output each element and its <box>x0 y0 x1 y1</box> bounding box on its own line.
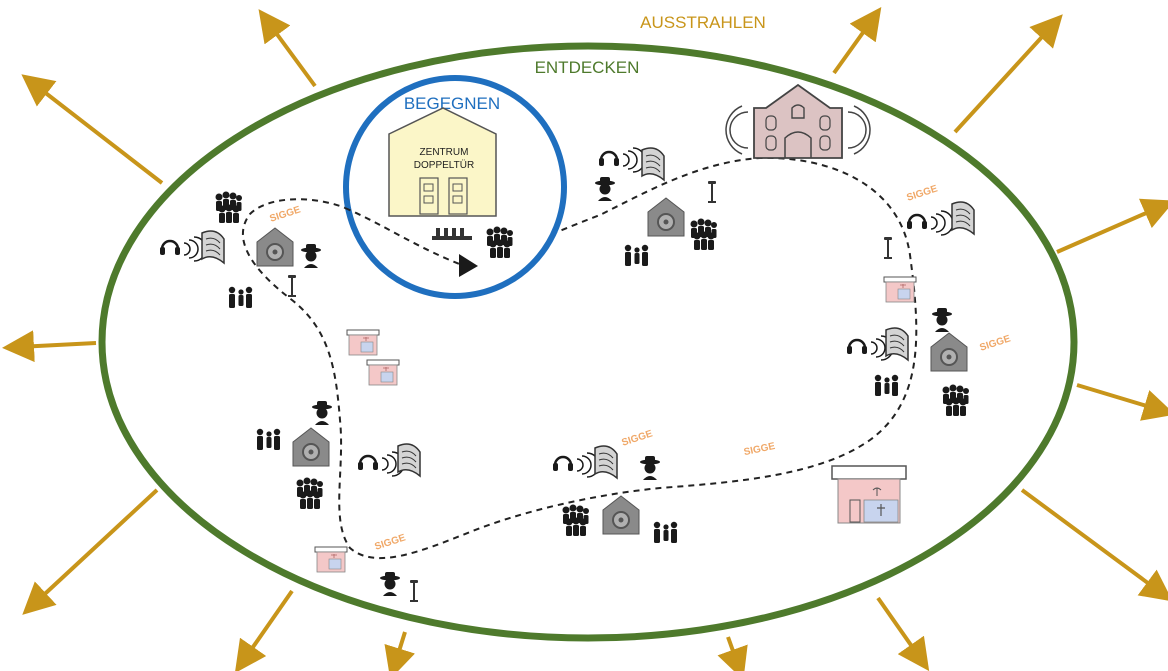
center-label-line2: DOPPELTÜR <box>414 159 474 171</box>
stop-house-icon <box>292 427 330 467</box>
label-ausstrahlen: AUSSTRAHLEN <box>640 13 766 32</box>
family-icon <box>653 521 678 543</box>
phone-icon <box>201 230 225 264</box>
shop-icon <box>366 359 400 386</box>
arrow-ray <box>22 488 159 615</box>
shop-large-icon <box>831 465 907 524</box>
center-building <box>388 107 497 217</box>
phone-icon <box>594 445 618 479</box>
family-icon <box>228 286 253 308</box>
arrow-ray <box>1056 198 1168 254</box>
stop-house-icon <box>602 495 640 535</box>
tour-path-inner <box>344 207 471 269</box>
crowd-icon <box>486 226 513 258</box>
headphone-icon <box>158 235 208 263</box>
guide-icon <box>595 177 615 201</box>
sigge-label: SIGGE <box>743 441 777 458</box>
arrow-ray <box>876 596 930 671</box>
shop-icon <box>314 546 348 573</box>
guide-icon <box>640 456 660 480</box>
phone-icon <box>885 327 909 361</box>
family-icon <box>624 244 649 266</box>
shop-icon <box>346 329 380 356</box>
microphone-icon <box>410 580 418 602</box>
arrow-ray <box>21 74 164 185</box>
arrow-ray <box>1076 383 1168 421</box>
arrow-ray <box>1020 488 1168 602</box>
center-label-line1: ZENTRUM <box>420 147 469 158</box>
radiating-arrows <box>2 6 1168 671</box>
stop-house-icon <box>930 332 968 372</box>
church-icon <box>725 83 871 159</box>
phone-icon <box>951 201 975 235</box>
headphone-icon <box>551 451 601 479</box>
stop-house-icon <box>647 197 685 237</box>
play-icon <box>459 254 478 277</box>
stop-house-icon <box>256 227 294 267</box>
sigge-label: SIGGE <box>373 532 407 552</box>
family-icon <box>256 428 281 450</box>
guide-icon <box>301 244 321 268</box>
headphone-icon <box>905 209 955 237</box>
label-entdecken: ENTDECKEN <box>535 58 640 77</box>
phone-icon <box>641 147 665 181</box>
arrow-ray <box>234 589 294 671</box>
crowd-icon <box>690 218 717 250</box>
sigge-label: SIGGE <box>905 183 939 203</box>
headphone-icon <box>356 450 406 478</box>
crowd-icon <box>296 477 323 509</box>
family-icon <box>874 374 899 396</box>
microphone-icon <box>288 275 296 297</box>
arrow-ray <box>258 9 317 88</box>
crowd-icon <box>215 191 242 223</box>
crowd-icon <box>942 384 969 416</box>
microphone-icon <box>884 237 892 259</box>
sigge-label: SIGGE <box>268 204 302 224</box>
guide-icon <box>380 572 400 596</box>
phone-icon <box>397 443 421 477</box>
sigge-label: SIGGE <box>620 428 654 448</box>
label-begegnen: BEGEGNEN <box>404 94 500 113</box>
guide-icon <box>932 308 952 332</box>
tour-path <box>242 156 918 560</box>
shop-icon <box>883 276 917 303</box>
guide-icon <box>312 401 332 425</box>
arrow-ray <box>953 14 1063 134</box>
arrow-ray <box>2 330 97 363</box>
microphone-icon <box>708 181 716 203</box>
crowd-icon <box>562 504 589 536</box>
arrow-ray <box>832 6 882 75</box>
seating-icon <box>432 228 472 240</box>
sigge-label: SIGGE <box>978 333 1012 353</box>
arrow-ray <box>717 636 748 671</box>
discovery-ellipse <box>98 42 1078 642</box>
arrow-ray <box>384 631 416 671</box>
headphone-icon <box>597 146 647 174</box>
